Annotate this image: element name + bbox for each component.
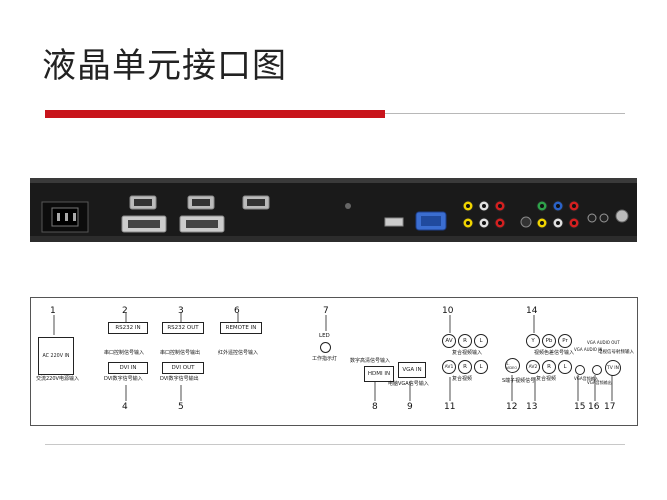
port-10-number: 10 [442,306,454,316]
port-4-box: DVI IN [108,362,148,374]
port-14-jack-y: Y [526,334,540,348]
port-12-desc: S端子视频信号 [502,378,536,384]
port-16-number: 16 [588,402,600,412]
port-15-number: 15 [574,402,586,412]
port-1-box: AC 220V IN [38,337,74,375]
port-11-number: 11 [444,402,456,412]
port-10-jack-l: L [474,334,488,348]
port-16-jack [592,365,602,375]
port-2-desc: 串口控制信号输入 [104,350,145,356]
port-17-tv-jack: TV IN [605,360,621,376]
port-13-jack-l: L [558,360,572,374]
port-10-desc: 复合视频输入 [452,350,483,356]
port-3-box: RS232 OUT [162,322,204,334]
port-12-svideo-jack: S-VIDEO [505,358,520,373]
port-13-desc: 复合视频 [536,376,557,382]
port-10-jack-r: R [458,334,472,348]
port-13-number: 13 [526,402,538,412]
port-17-number: 17 [604,402,616,412]
port-14-jack-pb: Pb [542,334,556,348]
port-7-desc: 工作指示灯 [312,356,338,362]
port-8-desc: 数字高清信号输入 [350,358,391,364]
slide-title: 液晶单元接口图 [42,46,287,86]
port-6-desc: 红外遥控信号输入 [218,350,259,356]
port-3-number: 3 [178,306,184,316]
diagram-frame [30,297,638,426]
port-7-number: 7 [323,306,329,316]
port-9-box: VGA IN [398,362,426,378]
port-14-number: 14 [526,306,538,316]
port-9-number: 9 [407,402,413,412]
port-1-desc: 交流220V电源输入 [36,376,79,382]
port-2-box: RS232 IN [108,322,148,334]
port-13-jack-r: R [542,360,556,374]
port-10-jack-av: AV [442,334,456,348]
port-9-desc: 电脑VGA信号输入 [388,381,429,387]
port-11-jack-r: R [458,360,472,374]
port-16-desc: VGA音频输出 [587,380,612,385]
port-2-number: 2 [122,306,128,316]
port-5-desc: DVI数字信号输出 [160,376,199,382]
port-15-jack [575,365,585,375]
port-4-number: 4 [122,402,128,412]
port-3-desc: 串口控制信号输出 [160,350,201,356]
port-14-jack-pr: Pr [558,334,572,348]
title-accent-bar [45,110,385,118]
port-12-number: 12 [506,402,518,412]
led-indicator [320,342,331,353]
port-13-jack-av2: AV2 [526,360,540,374]
port-5-box: DVI OUT [162,362,204,374]
port-11-desc: 复合视频 [452,376,473,382]
port-15-desc: VGA音频输入 [574,376,599,381]
port-8-box: HDMI IN [364,366,394,382]
port-15-label: VGA AUDIO IN [574,347,603,352]
port-4-desc: DVI数字信号输入 [104,376,143,382]
rear-panel-photo [30,178,637,242]
panel-ac-socket [41,201,89,233]
port-5-number: 5 [178,402,184,412]
port-14-desc: 视频色差信号输入 [534,350,575,356]
port-16-label: VGA AUDIO OUT [587,340,620,345]
port-8-number: 8 [372,402,378,412]
port-17-desc: 电视信号射频输入 [598,350,634,355]
port-1-number: 1 [50,306,56,316]
footer-rule [45,444,625,445]
port-11-jack-av1: AV1 [442,360,456,374]
port-6-number: 6 [234,306,240,316]
port-7-label: LED [319,333,330,339]
port-6-box: REMOTE IN [220,322,262,334]
port-11-jack-l: L [474,360,488,374]
leader-lines [53,313,613,401]
